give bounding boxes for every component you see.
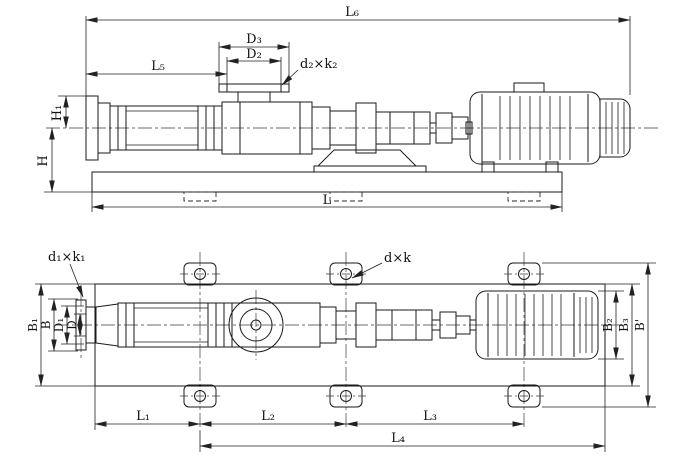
dim-label-d1k1: d₁×k₁ (48, 250, 86, 265)
dim-label-B2: B₂ (601, 318, 615, 332)
baseplate-side (91, 171, 563, 202)
dim-label-H1: H₁ (50, 105, 65, 122)
dim-L2: L₂ (199, 409, 347, 427)
anchor-bolt-hole (194, 390, 206, 402)
dim-L: L (91, 192, 563, 212)
side-view: L₆ D₃ D₂ L₅ (36, 5, 660, 212)
anchor-bolt-hole (194, 268, 206, 280)
dim-H: H (36, 127, 92, 193)
anchor-bolt-hole (340, 268, 352, 280)
dim-H1: H₁ (50, 95, 86, 129)
dim-Bprime: B' (542, 262, 656, 408)
dim-label-Bprime: B' (633, 319, 647, 331)
anchor-bolt-hole (340, 390, 352, 402)
dim-d2k2: d₂×k₂ (281, 57, 338, 86)
dimensions-side: L₆ D₃ D₂ L₅ (36, 5, 631, 212)
dim-label-D: D (65, 320, 79, 330)
dim-label-d2k2: d₂×k₂ (300, 57, 338, 72)
anchor-bolt-hole (518, 268, 530, 280)
suction-flange-side (85, 95, 111, 161)
dim-L3: L₃ (345, 409, 525, 427)
baseplate-plan (94, 283, 606, 387)
anchor-pad (183, 191, 217, 202)
dim-label-L6: L₆ (345, 5, 359, 20)
dim-label-B3: B₃ (617, 318, 631, 332)
dim-B: B (39, 298, 78, 352)
dim-D: D (65, 313, 86, 337)
dim-label-L1: L₁ (136, 409, 150, 424)
discharge-flange-circle (228, 297, 284, 353)
fan-grille-plan (579, 297, 593, 353)
dim-label-L4: L₄ (391, 431, 405, 446)
dimensions-plan: d₁×k₁ d×k D D₁ (26, 250, 656, 452)
dim-label-L5: L₅ (151, 59, 165, 74)
motor-side (469, 82, 631, 173)
discharge-flange-side (218, 83, 290, 102)
dim-D2: D₂ (226, 47, 282, 84)
dim-label-B1: B₁ (26, 318, 40, 332)
dim-B2: B₂ (598, 290, 624, 360)
dim-label-D3: D₃ (246, 32, 262, 47)
motor-fins (499, 96, 571, 160)
dim-B1: B₁ (26, 283, 95, 387)
mounting-lugs (180, 262, 544, 408)
dim-label-L3: L₃ (423, 409, 437, 424)
dim-L1: L₁ (94, 386, 201, 430)
dim-dk: d×k (351, 251, 411, 279)
anchor-pad (329, 191, 363, 202)
anchor-pad (507, 191, 541, 202)
dim-L6: L₆ (85, 5, 631, 96)
dim-label-L2: L₂ (261, 409, 275, 424)
dim-B3: B₃ (605, 283, 640, 387)
fan-cowl (599, 98, 631, 158)
dim-label-dk: d×k (384, 251, 411, 266)
motor-fins-plan (497, 294, 562, 356)
coupling-side (429, 112, 473, 144)
motor-plan (475, 290, 599, 360)
fan-grille (605, 102, 625, 154)
casing-plan (228, 297, 321, 353)
dim-d1k1: d₁×k₁ (48, 250, 86, 298)
bearing-frame-side (311, 102, 431, 154)
dim-label-H: H (36, 155, 51, 166)
anchor-bolt-hole (518, 390, 530, 402)
dim-label-L: L (323, 193, 332, 208)
dim-label-D2: D₂ (246, 47, 262, 62)
dim-L5: L₅ (85, 59, 228, 77)
terminal-box (513, 82, 545, 93)
plan-view: d₁×k₁ d×k D D₁ (26, 250, 656, 452)
motor-body-plan (475, 290, 599, 360)
dim-L4: L₄ (199, 386, 606, 452)
suction-flange-plan (75, 299, 119, 351)
bearing-frame-plan (319, 302, 433, 348)
dim-label-B: B (39, 320, 53, 329)
